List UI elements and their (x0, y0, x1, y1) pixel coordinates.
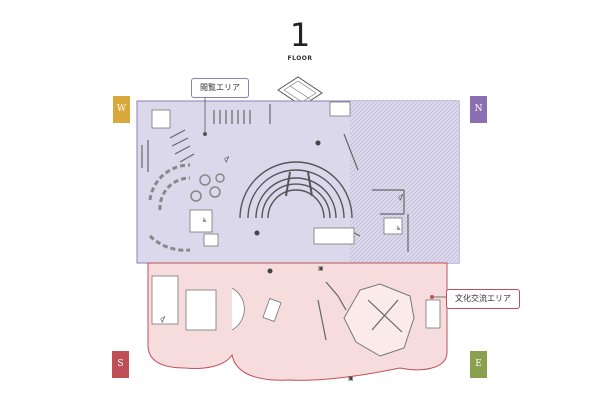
compass-west-marker: W (113, 96, 130, 123)
floor-number: 1 (289, 16, 311, 54)
compass-south-marker: S (112, 351, 129, 378)
viewing-area[interactable] (136, 100, 460, 264)
callout-leaders (202, 96, 446, 299)
reading-lounge (148, 163, 225, 252)
facility-icons: ♿ ♿ ⚥ ⚥ ⚥ ▣ ▣ (160, 140, 403, 382)
viewing-area-label[interactable]: 閲覧エリア (191, 78, 249, 98)
compass-north-marker: N (470, 96, 487, 123)
viewing-area-furniture (141, 101, 409, 252)
svg-text:⚥: ⚥ (224, 156, 229, 164)
svg-text:⚥: ⚥ (160, 316, 165, 324)
culture-area-interior (151, 275, 441, 357)
amphitheater-seating (239, 161, 353, 219)
compass-east-marker: E (470, 351, 487, 378)
svg-text:♿: ♿ (396, 225, 401, 232)
svg-text:▣: ▣ (348, 375, 354, 382)
svg-text:▣: ▣ (318, 265, 324, 272)
floor-label: FLOOR (287, 55, 313, 62)
svg-text:♿: ♿ (202, 217, 207, 224)
culture-exchange-area-label[interactable]: 文化交流エリア (446, 289, 520, 309)
svg-text:⚥: ⚥ (398, 194, 403, 202)
